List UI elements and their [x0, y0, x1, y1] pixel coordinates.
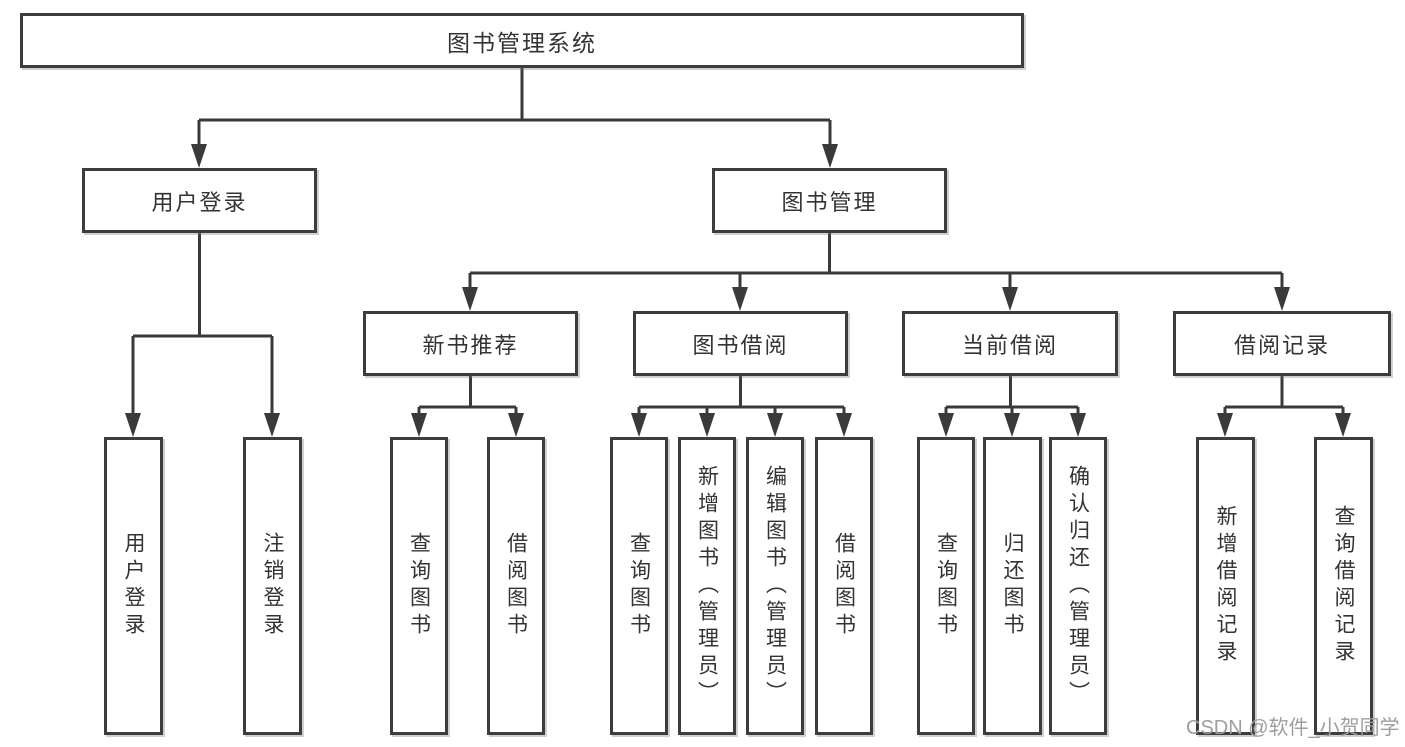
leaf-confirm-return-admin-label: 确认归还（管理员）	[1066, 464, 1090, 708]
node-current-borrow-label: 当前借阅	[961, 332, 1058, 358]
node-user-login-label: 用户登录	[151, 189, 248, 215]
node-borrow-records: 借阅记录	[1173, 311, 1391, 376]
leaf-query-books-borrow: 查询图书	[610, 437, 668, 735]
leaf-add-book-admin: 新增图书（管理员）	[678, 437, 736, 735]
node-user-login: 用户登录	[82, 168, 317, 233]
leaf-query-books-current-label: 查询图书	[934, 532, 958, 640]
node-new-book-recommend: 新书推荐	[363, 311, 578, 376]
node-book-management: 图书管理	[712, 168, 947, 233]
node-new-book-recommend-label: 新书推荐	[422, 332, 519, 358]
leaf-query-books-recommend: 查询图书	[390, 437, 448, 735]
leaf-query-books-current: 查询图书	[917, 437, 975, 735]
arrowheads	[125, 144, 1351, 437]
node-book-management-label: 图书管理	[781, 189, 878, 215]
leaf-edit-book-admin-label: 编辑图书（管理员）	[763, 464, 787, 708]
leaf-add-book-admin-label: 新增图书（管理员）	[695, 464, 719, 708]
leaf-query-books-borrow-label: 查询图书	[627, 532, 651, 640]
node-borrow-records-label: 借阅记录	[1233, 332, 1330, 358]
leaf-borrow-books-recommend: 借阅图书	[487, 437, 545, 735]
node-root: 图书管理系统	[20, 13, 1024, 68]
leaf-edit-book-admin: 编辑图书（管理员）	[746, 437, 804, 735]
node-root-label: 图书管理系统	[447, 29, 597, 56]
leaf-confirm-return-admin: 确认归还（管理员）	[1049, 437, 1107, 735]
leaf-return-book-label: 归还图书	[1001, 532, 1024, 640]
leaf-add-borrow-record-label: 新增借阅记录	[1214, 505, 1237, 667]
leaf-borrow-books-recommend-label: 借阅图书	[504, 532, 528, 640]
node-book-borrow-label: 图书借阅	[692, 332, 789, 358]
node-book-borrow: 图书借阅	[633, 311, 848, 376]
leaf-add-borrow-record: 新增借阅记录	[1196, 437, 1255, 735]
leaf-user-login: 用户登录	[104, 437, 163, 735]
leaf-query-books-recommend-label: 查询图书	[407, 532, 431, 640]
watermark-text: CSDN @软件_小贺同学	[1186, 717, 1400, 739]
node-current-borrow: 当前借阅	[902, 311, 1118, 376]
leaf-user-login-label: 用户登录	[122, 532, 145, 640]
leaf-borrow-books: 借阅图书	[815, 437, 873, 735]
leaf-logout-label: 注销登录	[261, 532, 284, 640]
leaf-borrow-books-label: 借阅图书	[832, 532, 856, 640]
leaf-query-borrow-record-label: 查询借阅记录	[1332, 505, 1355, 667]
leaf-return-book: 归还图书	[983, 437, 1042, 735]
leaf-query-borrow-record: 查询借阅记录	[1314, 437, 1373, 735]
leaf-logout: 注销登录	[243, 437, 302, 735]
